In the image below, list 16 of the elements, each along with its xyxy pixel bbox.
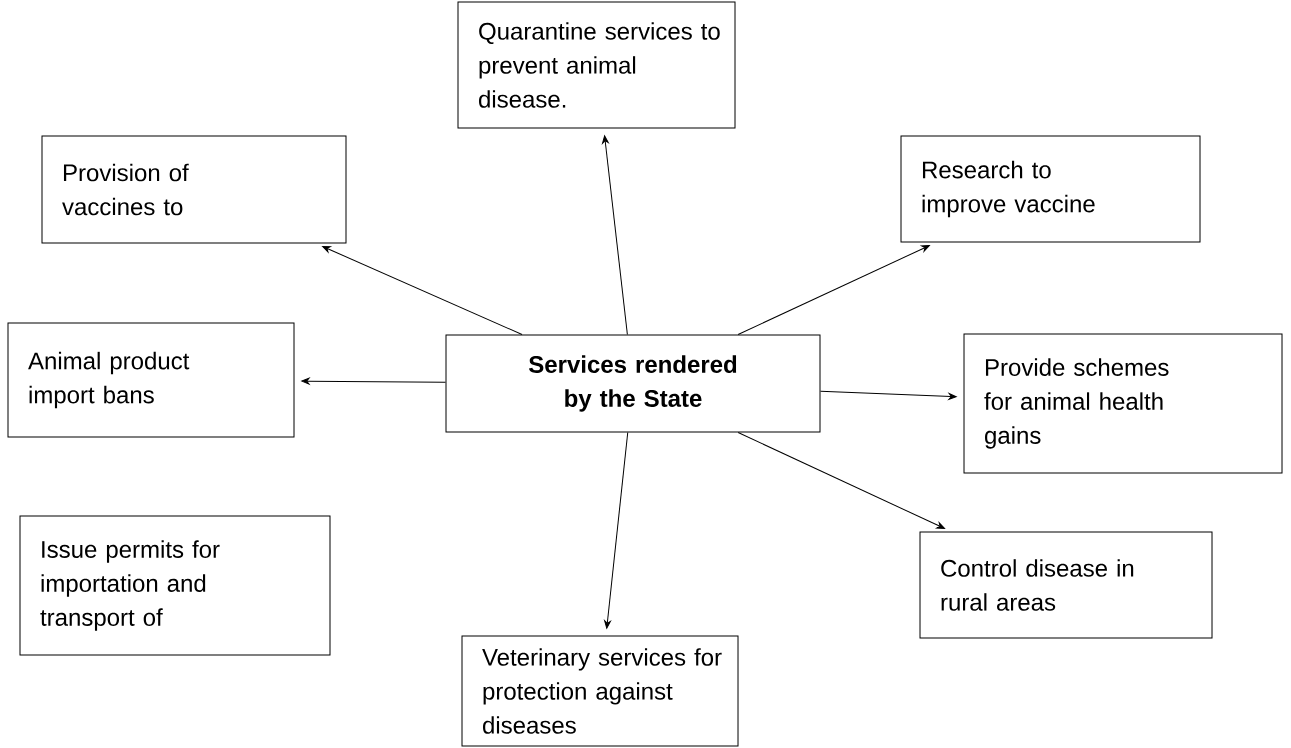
arrow [820,390,957,400]
text-box: Veterinary services for protection against diseases [461,635,739,747]
text-box: Quarantine services to prevent animal disease. [457,1,736,129]
arrow [737,245,930,335]
text-box: Animal product import bans [7,322,295,438]
title-box: Services rendered by the State [445,334,821,433]
text-box: Control disease in rural areas [919,531,1213,639]
text-box: Issue permits for importation and transport of [19,515,331,656]
text-box: Provision of vaccines to [41,135,347,244]
text-box: Provide schemes for animal health gains [963,333,1283,474]
text-box: Research to improve vaccine [900,135,1201,243]
arrow [322,245,523,335]
arrow [604,432,629,629]
arrow [301,377,446,385]
arrow [737,432,945,529]
arrow [602,135,628,335]
